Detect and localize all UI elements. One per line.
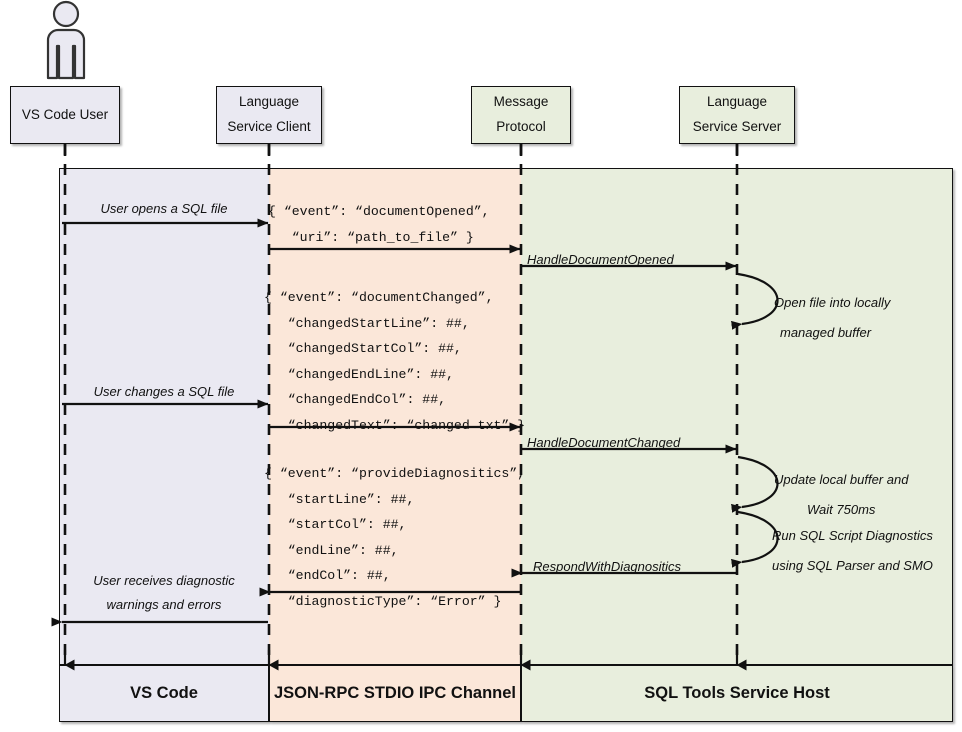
footer-label: SQL Tools Service Host [644, 684, 830, 702]
payload-document-opened: { “event”: “documentOpened”, “uri”: “pat… [268, 204, 490, 245]
message-label-user-receives-diagnostics: User receives diagnostic warnings and er… [93, 573, 235, 612]
message-label-user-changes: User changes a SQL file [93, 384, 235, 399]
self-loop-label-open-file-buffer: Open file into locally managed buffer [774, 295, 891, 340]
swimband-json-rpc [269, 168, 521, 665]
footer-label: JSON-RPC STDIO IPC Channel [273, 684, 517, 702]
swimband-sql-tools-host [521, 168, 953, 665]
lifeline-header-vs-code-user[interactable]: VS Code User [10, 86, 120, 144]
lifeline-label-line1: VS Code User [21, 106, 109, 122]
lifeline-label-line1: Language [706, 94, 768, 110]
footer-cell-sql-tools-host[interactable]: SQL Tools Service Host [521, 665, 953, 722]
lifeline-label-line2: Service Client [227, 119, 311, 134]
lifeline-label-line1: Language [238, 94, 300, 110]
lifeline-label-line1: Message [493, 94, 549, 110]
swimband-vs-code [59, 168, 269, 665]
message-label-handle-document-opened: HandleDocumentOpened [527, 252, 674, 267]
message-label-user-opens: User opens a SQL file [100, 201, 228, 216]
payload-document-changed: { “event”: “documentChanged”, “changedSt… [264, 290, 526, 433]
lifeline-header-language-service-client[interactable]: Language Service Client [216, 86, 322, 144]
lifeline-label-line2: Service Server [692, 119, 782, 134]
footer-label: VS Code [130, 684, 198, 702]
footer-cell-vs-code[interactable]: VS Code [59, 665, 269, 722]
lifeline-label-line2: Protocol [496, 119, 546, 134]
message-label-handle-document-changed: HandleDocumentChanged [527, 435, 681, 450]
lifeline-header-language-service-server[interactable]: Language Service Server [679, 86, 795, 144]
self-loop-label-run-sql-diagnostics: Run SQL Script Diagnostics using SQL Par… [772, 528, 933, 573]
vs-code-user-actor [28, 0, 104, 82]
payload-provide-diagnostics: { “event”: “provideDiagnositics”, “start… [264, 466, 526, 609]
footer-cell-json-rpc[interactable]: JSON-RPC STDIO IPC Channel [269, 665, 521, 722]
lifeline-header-message-protocol[interactable]: Message Protocol [471, 86, 571, 144]
self-loop-label-update-buffer-wait: Update local buffer and Wait 750ms [774, 472, 909, 517]
message-label-respond-with-diagnostics: RespondWithDiagnositics [533, 559, 682, 574]
